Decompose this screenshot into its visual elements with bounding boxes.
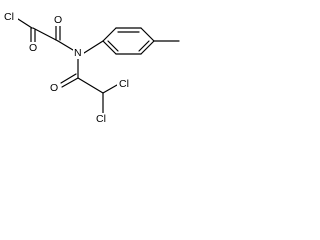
ring-double-2 — [138, 40, 150, 52]
bond-c3-o-double-a — [61, 77, 79, 88]
atom-label-cl-acyl: Cl — [4, 11, 14, 23]
bond-c1-c2 — [32, 27, 59, 42]
bond-c3-c4 — [77, 77, 104, 94]
atom-label-n: N — [74, 47, 82, 59]
ring-bond-4 — [140, 40, 155, 55]
atom-label-cl-a: Cl — [119, 78, 129, 90]
ring-double-3 — [107, 40, 119, 52]
ring-bond-1 — [102, 27, 117, 42]
atom-label-o-keto: O — [54, 14, 62, 26]
atom-label-cl-b: Cl — [96, 113, 106, 125]
bond-c4-cl-b — [102, 84, 118, 94]
ring-bond-6 — [102, 40, 117, 55]
bonds — [17, 18, 180, 114]
atom-label-o-acyl: O — [29, 42, 37, 54]
ring-bond-3 — [140, 27, 155, 42]
bond-cl-c1 — [17, 18, 33, 29]
bond-c3-o-double-b — [60, 73, 77, 84]
chemical-structure-diagram: Cl O O N O Cl Cl — [2, 11, 180, 126]
bond-n-aryl — [83, 40, 104, 54]
atom-label-o-amide: O — [50, 82, 58, 94]
atom-labels: Cl O O N O Cl Cl — [2, 11, 133, 126]
